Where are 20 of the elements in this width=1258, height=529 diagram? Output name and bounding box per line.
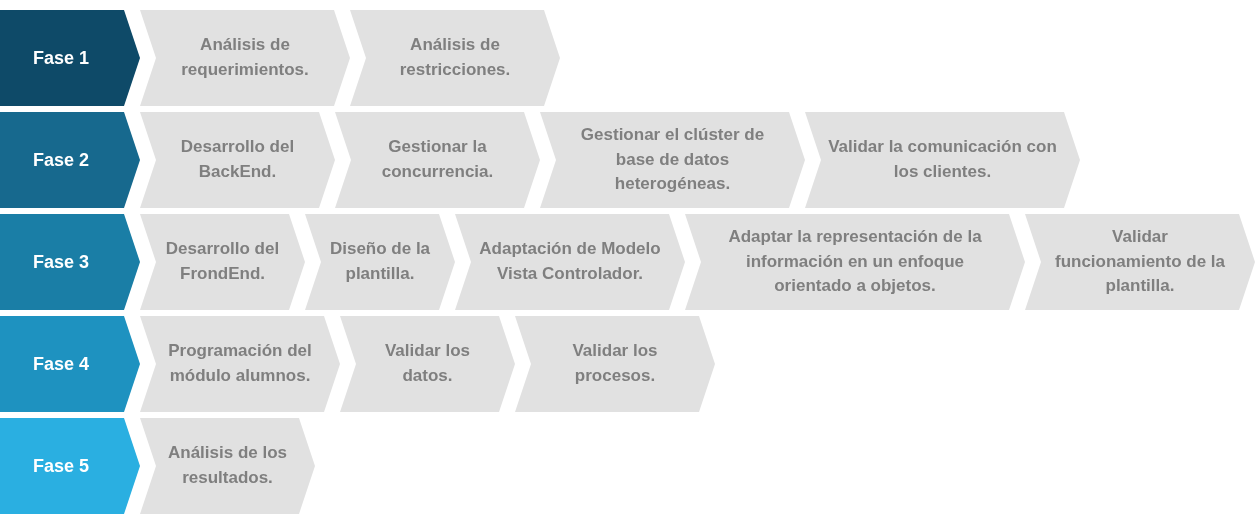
step-banner: Validar la comunicación con los clientes.	[805, 112, 1080, 208]
step-banner: Análisis de restricciones.	[350, 10, 560, 106]
step-banner: Programación del módulo alumnos.	[140, 316, 340, 412]
phase-banner: Fase 4	[0, 316, 140, 412]
step-banner: Desarrollo del BackEnd.	[140, 112, 335, 208]
step-banner: Validar funcionamiento de la plantilla.	[1025, 214, 1255, 310]
step-banner: Análisis de requerimientos.	[140, 10, 350, 106]
phase-banner: Fase 3	[0, 214, 140, 310]
step-banner: Desarrollo del FrondEnd.	[140, 214, 305, 310]
step-banner: Adaptar la representación de la información en un enfoque orientado a objetos.	[685, 214, 1025, 310]
phase-banner: Fase 5	[0, 418, 140, 514]
step-banner: Gestionar el clúster de base de datos heterogéneas.	[540, 112, 805, 208]
phase-banner: Fase 1	[0, 10, 140, 106]
phase-banner: Fase 2	[0, 112, 140, 208]
step-banner: Análisis de los resultados.	[140, 418, 315, 514]
step-banner: Adaptación de Modelo Vista Controlador.	[455, 214, 685, 310]
step-banner: Gestionar la concurrencia.	[335, 112, 540, 208]
step-banner: Validar los datos.	[340, 316, 515, 412]
step-banner: Validar los procesos.	[515, 316, 715, 412]
step-banner: Diseño de la plantilla.	[305, 214, 455, 310]
